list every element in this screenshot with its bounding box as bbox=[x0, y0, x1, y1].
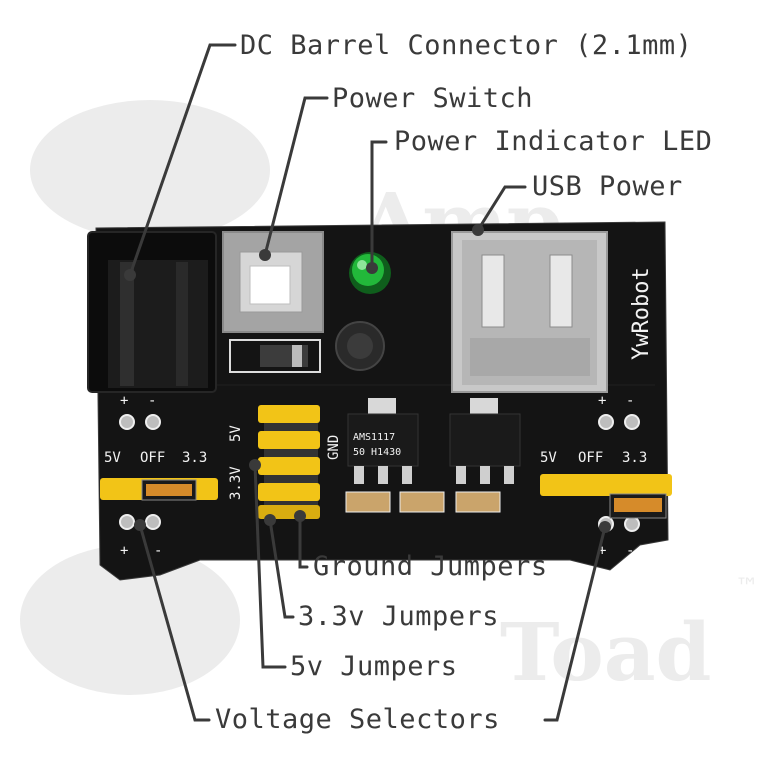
label-3v3-jumpers: 3.3v Jumpers bbox=[298, 601, 500, 632]
leader-voltage-left bbox=[138, 523, 211, 722]
leader-lines bbox=[128, 43, 607, 722]
silk-right-top-minus: - bbox=[626, 393, 634, 409]
silk-right-bottom-plus: + bbox=[598, 543, 606, 559]
silk-right-off: OFF bbox=[578, 450, 603, 466]
label-power-switch: Power Switch bbox=[332, 83, 534, 114]
silk-left-5v: 5V bbox=[104, 450, 121, 466]
right-voltage-selector bbox=[540, 474, 672, 519]
silk-left-bottom-minus: - bbox=[154, 543, 162, 559]
left-voltage-selector bbox=[100, 478, 218, 501]
dc-barrel-connector bbox=[87, 231, 217, 393]
electrolytic-capacitor bbox=[335, 321, 385, 371]
silk-left-bottom-plus: + bbox=[120, 543, 128, 559]
diode bbox=[229, 339, 321, 373]
silk-right-bottom-minus: - bbox=[626, 543, 634, 559]
silk-left-top-minus: - bbox=[148, 393, 156, 409]
silk-right-5v: 5V bbox=[540, 450, 557, 466]
voltage-regulator-right bbox=[449, 398, 521, 484]
leader-usb-power bbox=[476, 185, 527, 232]
center-jumper-header bbox=[258, 405, 320, 519]
leader-power-led bbox=[370, 140, 388, 270]
silk-gnd: GND bbox=[326, 435, 342, 460]
silk-left-off: OFF bbox=[140, 450, 165, 466]
silk-left-3-3: 3.3 bbox=[182, 450, 207, 466]
silk-5v: 5V bbox=[228, 425, 244, 442]
silk-left-top-plus: + bbox=[120, 393, 128, 409]
leader-5v-jumpers bbox=[253, 463, 287, 669]
label-usb-power: USB Power bbox=[532, 171, 683, 202]
label-5v-jumpers: 5v Jumpers bbox=[290, 651, 458, 682]
leader-power-switch bbox=[263, 96, 329, 257]
silk-right-top-plus: + bbox=[598, 393, 606, 409]
leader-endpoints bbox=[124, 224, 611, 533]
silk-right-3-3: 3.3 bbox=[622, 450, 647, 466]
leader-voltage-right bbox=[543, 525, 607, 722]
watermark-toad-bottom bbox=[20, 545, 240, 695]
label-dc-barrel-connector: DC Barrel Connector (2.1mm) bbox=[240, 30, 693, 61]
smd-components bbox=[345, 491, 501, 513]
watermark-tm: ™ bbox=[735, 573, 759, 601]
label-ground-jumpers: Ground Jumpers bbox=[313, 551, 548, 582]
leader-dc-barrel bbox=[128, 43, 237, 277]
power-switch bbox=[222, 231, 324, 333]
brand-text: YwRobot bbox=[629, 267, 654, 360]
leader-3v3-jumpers bbox=[268, 518, 295, 619]
silk-3v3: 3.3V bbox=[228, 466, 244, 500]
label-voltage-selectors: Voltage Selectors bbox=[215, 704, 500, 735]
regulator-text-1: AMS1117 bbox=[353, 432, 395, 443]
usb-power-port bbox=[451, 231, 608, 393]
regulator-text-2: 50 H1430 bbox=[353, 447, 401, 458]
watermark-toad-left bbox=[30, 100, 270, 240]
leader-ground-jumpers bbox=[298, 514, 309, 569]
label-power-indicator-led: Power Indicator LED bbox=[394, 126, 713, 157]
watermark-toad: Toad bbox=[500, 605, 711, 699]
voltage-regulator-left: AMS1117 50 H1430 bbox=[347, 398, 419, 484]
